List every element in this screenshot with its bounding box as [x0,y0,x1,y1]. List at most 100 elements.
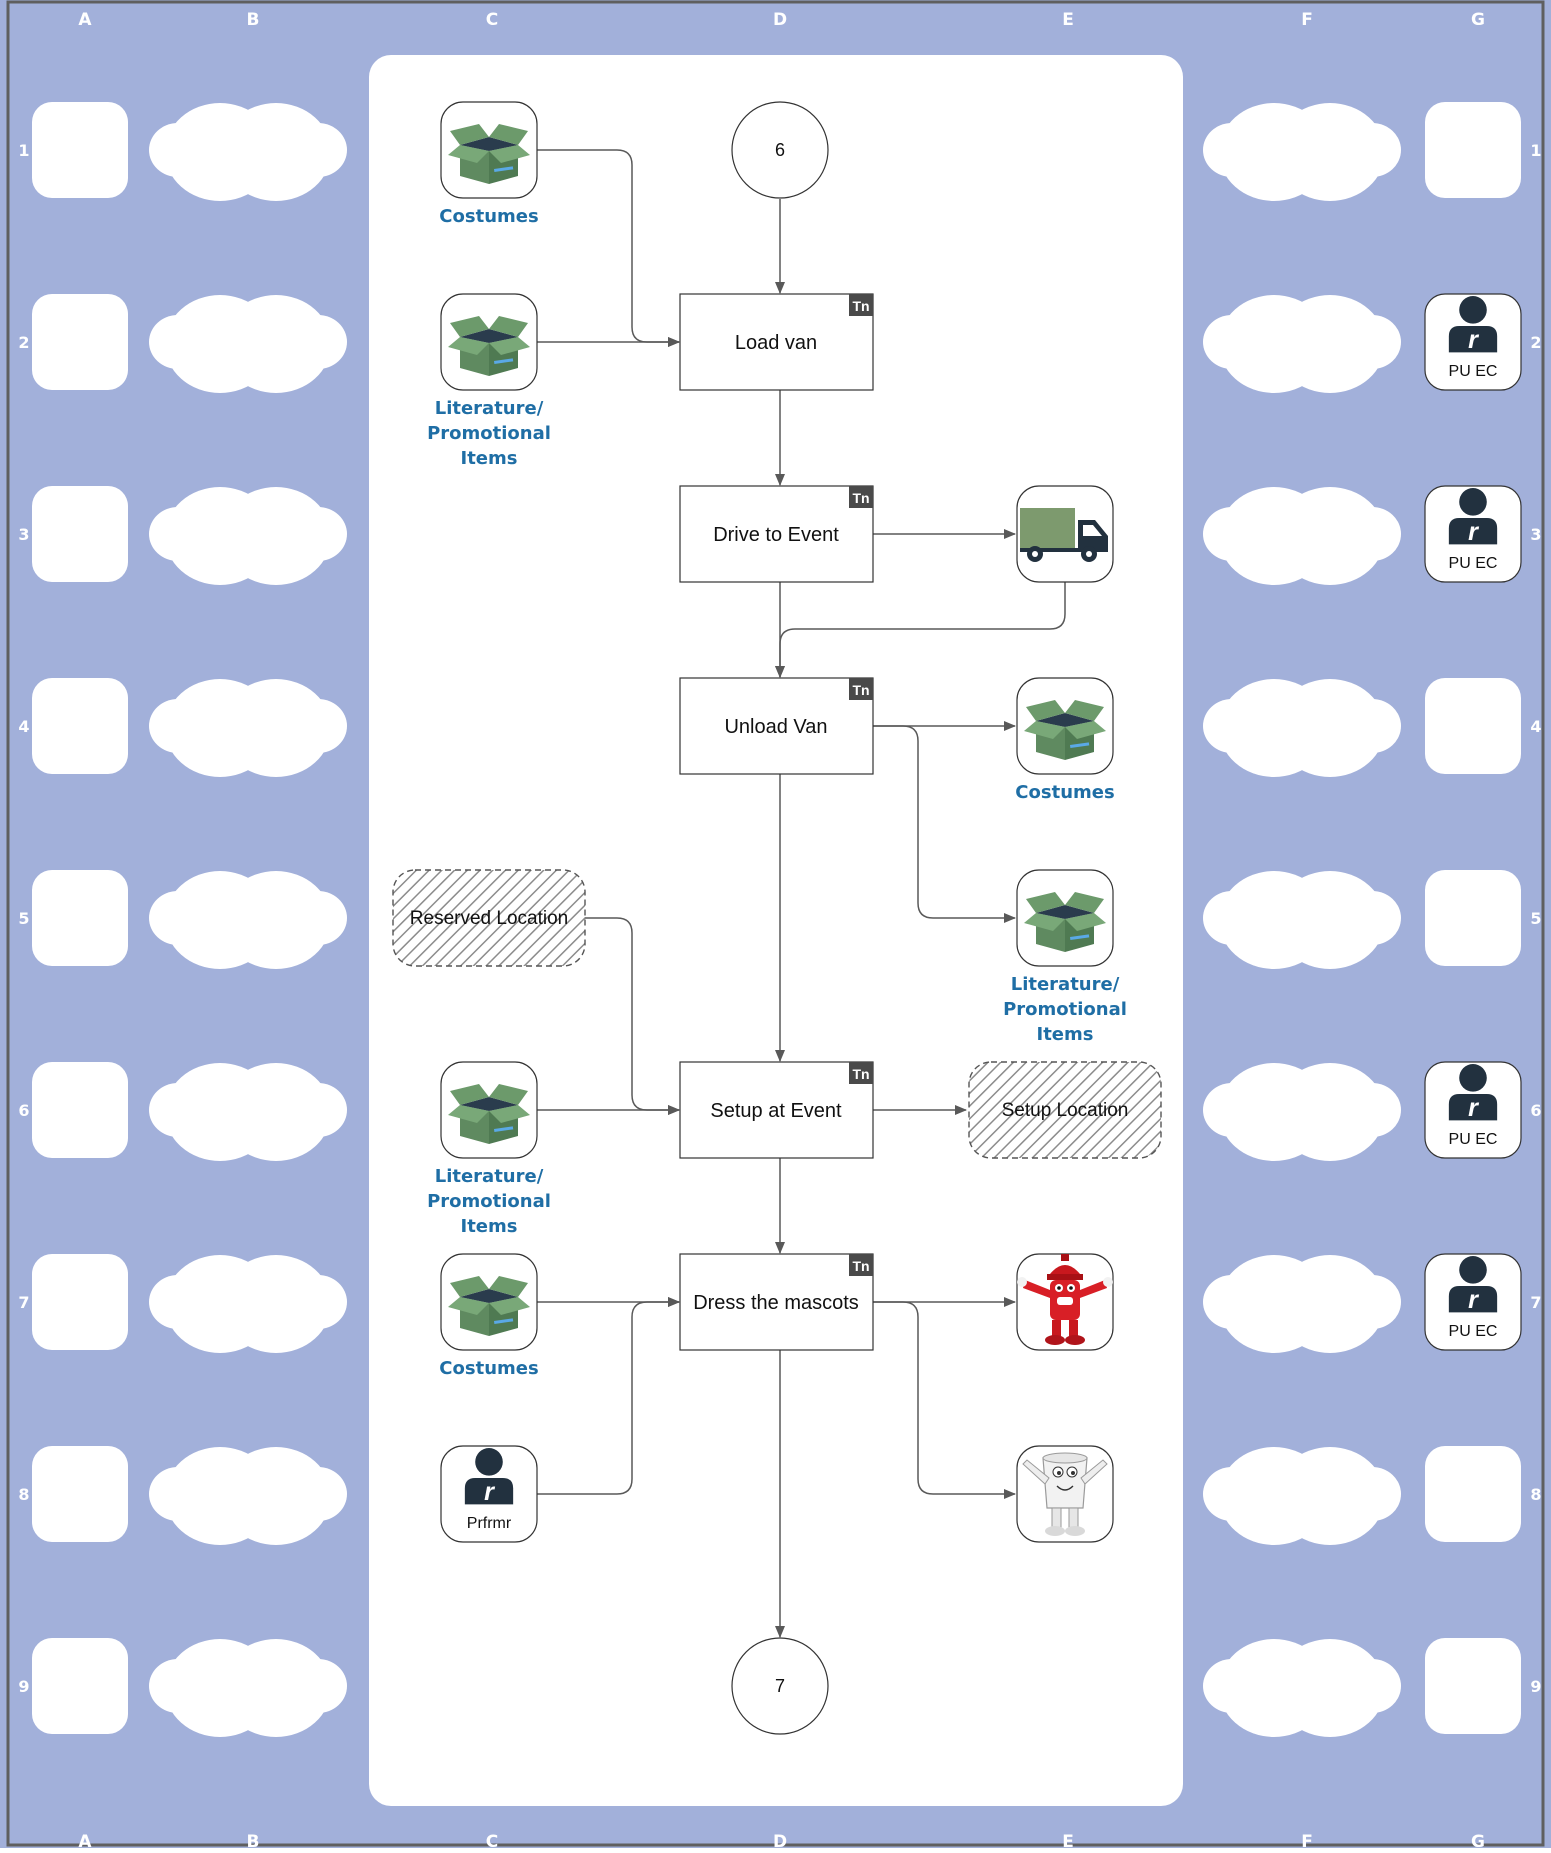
resource-e3[interactable] [1016,485,1114,583]
role-card-frame [1425,1446,1521,1542]
resource-label-line: Items [461,448,518,469]
column-label-bottom: B [247,1832,260,1848]
role-card-frame [1425,678,1521,774]
column-a-placeholder [32,294,128,390]
resource-e8[interactable] [1016,1445,1114,1543]
location-frame [968,1061,1162,1159]
task-label: Setup at Event [710,1100,842,1122]
column-a-placeholder [32,678,128,774]
resource-label-line: Promotional [427,1191,551,1212]
row-label-left: 3 [18,525,29,544]
column-g-placeholder [1425,102,1521,198]
column-label-bottom: F [1301,1832,1313,1848]
resource-label-line: Promotional [427,423,551,444]
cup-mascot-icon [1022,1452,1108,1536]
column-label-bottom: E [1062,1832,1074,1848]
resource-c1[interactable]: Costumes [439,101,539,227]
role-card[interactable]: PU EC [1424,1061,1522,1159]
row-label-left: 7 [18,1293,29,1312]
column-label-top: C [486,10,498,30]
row-label-right: 1 [1530,141,1541,160]
resource-c8[interactable]: Prfrmr [440,1445,538,1543]
role-card[interactable]: PU EC [1424,1253,1522,1351]
row-label-right: 2 [1530,333,1541,352]
role-card[interactable]: PU EC [1424,293,1522,391]
process-canvas [369,55,1183,1806]
task-type-badge-label: Tn [852,298,869,314]
connector-arrow [873,725,1016,923]
location-setuploc[interactable]: Setup Location [968,1061,1162,1159]
location-reserved[interactable]: Reserved Location [392,869,586,967]
resource-e4[interactable]: Costumes [1015,677,1115,803]
row-label-left: 8 [18,1485,29,1504]
column-a-placeholder [32,102,128,198]
resource-label-line: Promotional [1003,999,1127,1020]
column-label-bottom: C [486,1832,498,1848]
task-box [679,485,874,583]
resource-label: Prfrmr [467,1515,512,1532]
resource-e7[interactable] [1016,1253,1114,1351]
row-label-left: 2 [18,333,29,352]
row-label-left: 6 [18,1101,29,1120]
column-label-top: G [1471,10,1485,30]
task-type-badge-label: Tn [852,682,869,698]
column-label-top: F [1301,10,1313,30]
page-frame [6,0,1545,1847]
role-card[interactable]: PU EC [1424,485,1522,583]
column-a-placeholder [32,1638,128,1734]
column-g-placeholder [1425,1446,1521,1542]
column-a-placeholder [32,486,128,582]
task-label: Drive to Event [713,524,839,546]
connector-arrow [873,1301,1016,1499]
resource-label-line: Literature/ [435,1166,544,1187]
end-connector: 7 [731,1637,829,1735]
end-connector-label: 7 [775,1676,785,1696]
column-g-placeholder [1425,1638,1521,1734]
end-connector-circle [731,1637,829,1735]
role-label: PU EC [1449,1323,1498,1340]
connector-lines-layer [537,149,1066,1638]
row-label-left: 4 [18,717,29,736]
column-label-bottom: A [78,1832,92,1848]
resource-label-line: Items [1037,1024,1094,1045]
task-type-badge [849,1062,873,1084]
column-label-top: A [78,10,92,30]
task-type-badge [849,294,873,316]
row-label-left: 1 [18,141,29,160]
role-label: PU EC [1449,555,1498,572]
start-connector: 6 [731,101,829,199]
connector-arrow [537,149,680,347]
side-columns-layer: PU EC PU EC PU EC PU EC [32,102,1522,1737]
column-a-placeholder [32,1062,128,1158]
resource-c7[interactable]: Costumes [439,1253,539,1379]
task-type-badge-label: Tn [852,1258,869,1274]
location-frame [392,869,586,967]
connector-arrow [584,917,680,1115]
column-label-bottom: D [773,1832,787,1848]
row-label-right: 9 [1530,1677,1541,1696]
connector-arrow [775,582,1066,678]
role-card-frame [1425,1638,1521,1734]
task-box [679,1061,874,1159]
column-g-placeholder [1425,678,1521,774]
column-a-placeholder [32,1254,128,1350]
row-label-right: 5 [1530,909,1541,928]
column-label-top: B [247,10,260,30]
task-label: Load van [735,332,817,354]
task-type-badge-label: Tn [852,1066,869,1082]
hydrant-mascot-icon [1017,1254,1113,1345]
resource-label-line: Literature/ [435,398,544,419]
truck-icon [1020,508,1108,562]
role-card-frame [1425,870,1521,966]
